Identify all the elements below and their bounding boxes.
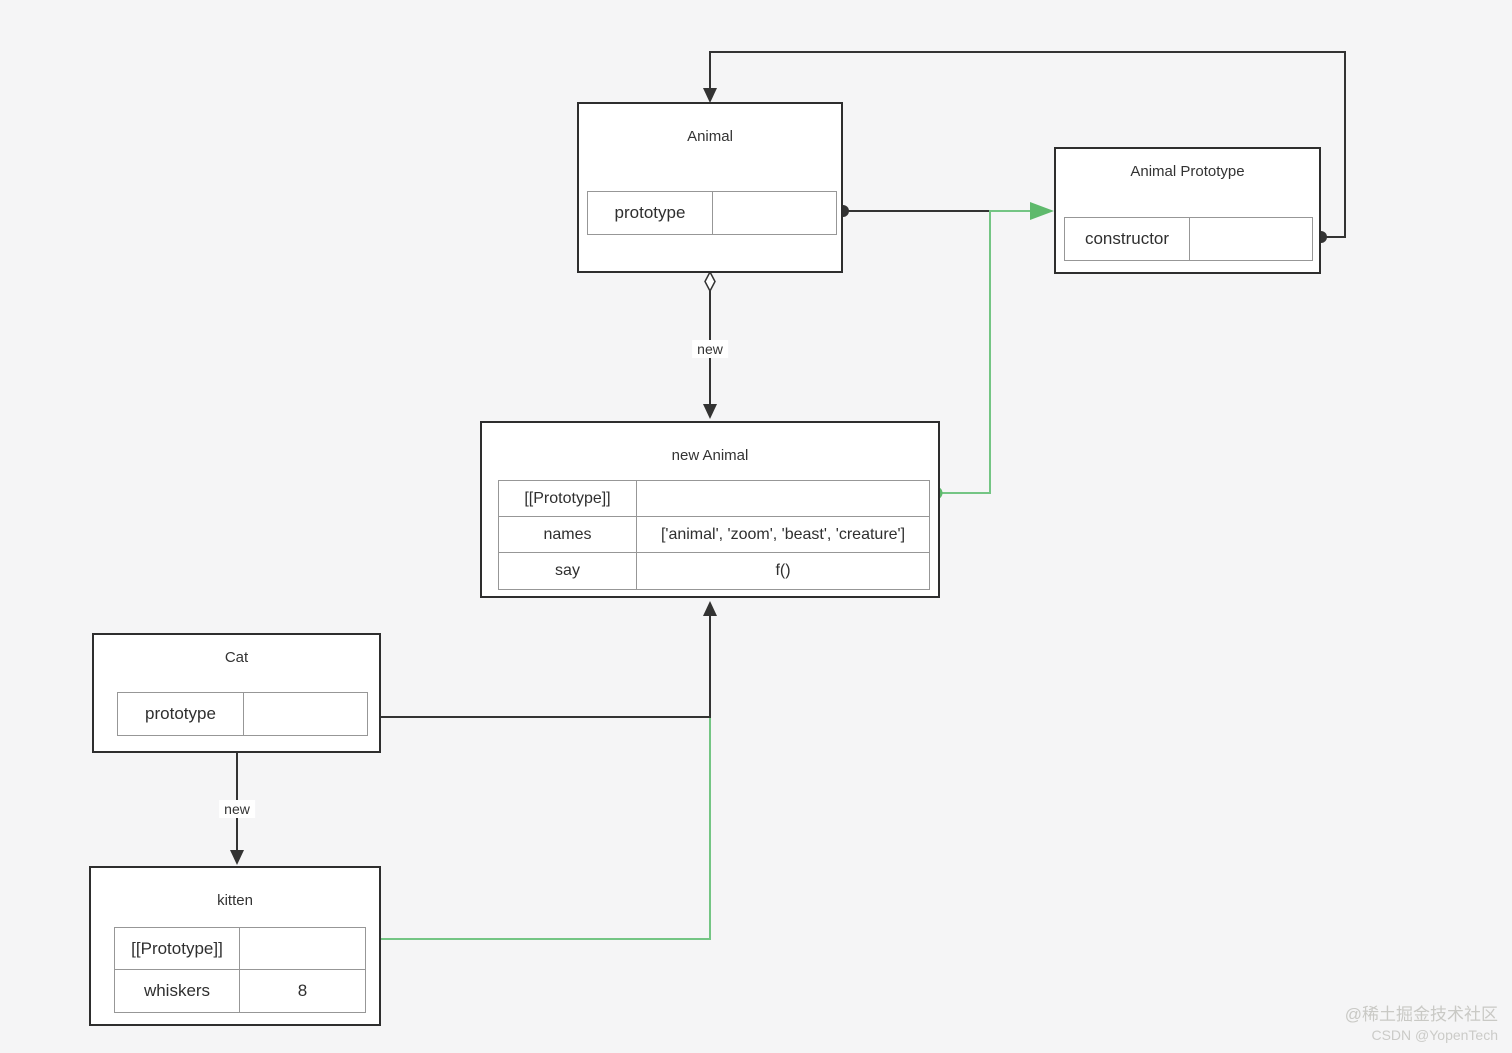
edge-cat-prototype-to-newanimal (366, 601, 717, 723)
row-value: f() (775, 562, 791, 579)
row-key: whiskers (115, 970, 240, 1012)
node-new-animal: new Animal [[Prototype]] names ['animal'… (480, 421, 940, 598)
node-animal-title: Animal (687, 128, 733, 145)
diamond-icon (704, 270, 716, 293)
row-key: [[Prototype]] (115, 928, 240, 969)
node-kitten-title: kitten (217, 892, 253, 909)
row-key: [[Prototype]] (499, 481, 637, 516)
table-row: whiskers 8 (115, 970, 365, 1012)
arrowhead-up-icon (703, 601, 717, 616)
table-row: prototype (588, 192, 836, 234)
table-row: [[Prototype]] (115, 928, 365, 970)
node-animal-prototype: Animal Prototype constructor (1054, 147, 1321, 274)
row-value: 8 (297, 981, 308, 1000)
row-value: ['animal', 'zoom', 'beast', 'creature'] (660, 525, 906, 543)
table-row: say f() (499, 553, 929, 589)
row-value (1190, 218, 1312, 260)
table-row: [[Prototype]] (499, 481, 929, 517)
node-animal-table: prototype (587, 191, 837, 235)
row-value (713, 192, 836, 234)
node-animal-prototype-table: constructor (1064, 217, 1313, 261)
node-cat-title: Cat (224, 649, 249, 666)
edge-prototype-to-animal-prototype (837, 205, 990, 217)
node-animal-prototype-title: Animal Prototype (1130, 163, 1245, 180)
watermark: @稀土掘金技术社区 CSDN @YopenTech (1345, 1004, 1498, 1046)
edge-newanimal-proto-to-animal-prototype (929, 202, 1054, 500)
node-animal: Animal prototype (577, 102, 843, 273)
watermark-line2: CSDN @YopenTech (1371, 1027, 1498, 1043)
row-key: prototype (118, 693, 244, 735)
arrowhead-down-icon (703, 88, 717, 103)
table-row: prototype (118, 693, 367, 735)
table-row: constructor (1065, 218, 1312, 260)
arrowhead-down-icon (703, 404, 717, 419)
watermark-line1: @稀土掘金技术社区 (1344, 1005, 1498, 1024)
row-key: say (499, 553, 637, 589)
row-key: names (499, 517, 637, 552)
row-key: prototype (588, 192, 713, 234)
node-cat-table: prototype (117, 692, 368, 736)
arrowhead-right-icon (1030, 202, 1054, 220)
edge-kitten-proto-to-newanimal (362, 718, 711, 946)
row-value (244, 693, 367, 735)
edge-label-new-animal: new (692, 340, 728, 358)
row-value (637, 481, 929, 516)
table-row: names ['animal', 'zoom', 'beast', 'creat… (499, 517, 929, 553)
arrowhead-down-icon (230, 850, 244, 865)
node-kitten: kitten [[Prototype]] whiskers 8 (89, 866, 381, 1026)
edge-label-new-kitten: new (219, 800, 255, 818)
node-new-animal-title: new Animal (671, 447, 749, 464)
node-cat: Cat prototype (92, 633, 381, 753)
row-value (240, 928, 365, 969)
row-key: constructor (1065, 218, 1190, 260)
node-kitten-table: [[Prototype]] whiskers 8 (114, 927, 366, 1013)
node-new-animal-table: [[Prototype]] names ['animal', 'zoom', '… (498, 480, 930, 590)
